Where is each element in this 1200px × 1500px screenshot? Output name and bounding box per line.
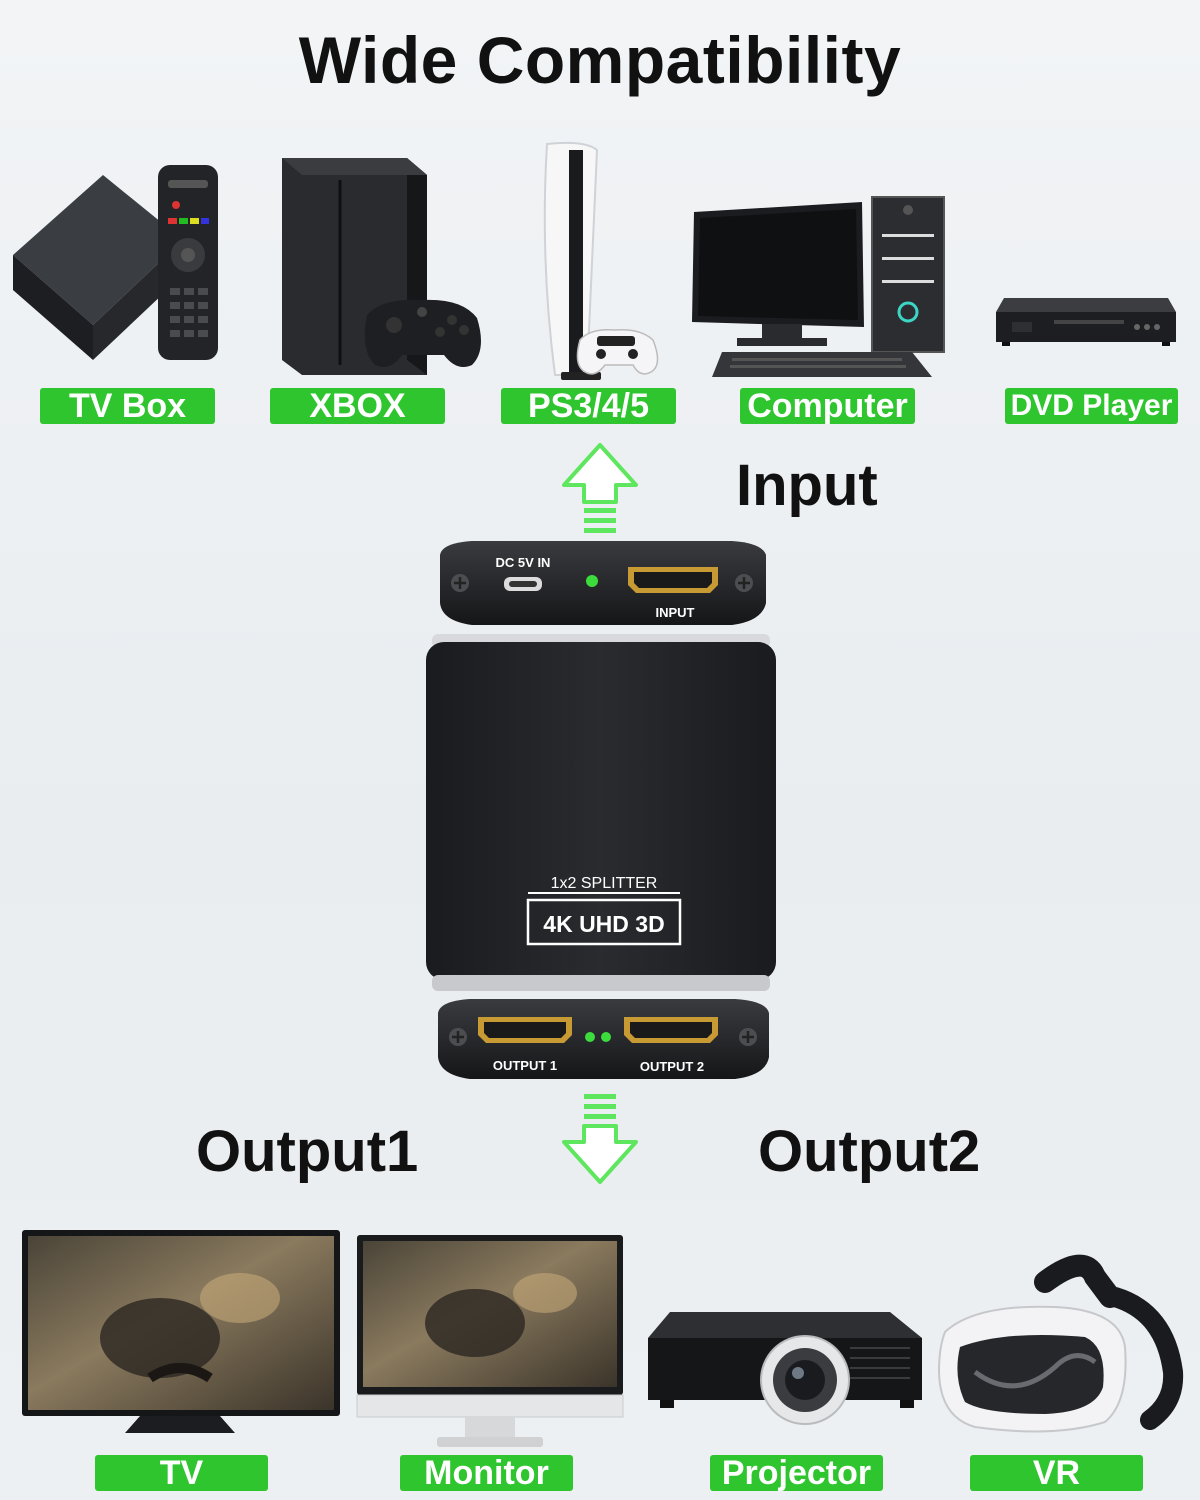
badge-top-text: 1x2 SPLITTER: [551, 875, 658, 892]
page-title: Wide Compatibility: [298, 23, 902, 97]
xbox-image: [282, 158, 481, 375]
tv-box-image: [13, 165, 218, 360]
device-label-monitor: Monitor: [400, 1455, 573, 1491]
arrow-up-icon: [562, 443, 638, 533]
device-label-vr: VR: [970, 1455, 1143, 1491]
ps5-image: [543, 141, 659, 380]
dvd-player-image: [996, 298, 1176, 346]
output1-port-label: OUTPUT 1: [493, 1058, 557, 1073]
device-label-computer: Computer: [740, 388, 915, 424]
tv-image: [22, 1230, 340, 1433]
projector-image: [648, 1312, 922, 1425]
computer-image: [692, 196, 945, 377]
dc-in-label: DC 5V IN: [496, 555, 551, 570]
output2-label: Output2: [758, 1119, 981, 1184]
device-label-projector: Projector: [710, 1455, 883, 1491]
device-label-xbox: XBOX: [270, 388, 445, 424]
input-port-label: INPUT: [656, 605, 695, 620]
output1-label: Output1: [196, 1119, 419, 1184]
splitter-output-panel: OUTPUT 1 OUTPUT 2: [438, 999, 769, 1079]
device-label-tv-box: TV Box: [40, 388, 215, 424]
vr-headset-image: [937, 1254, 1184, 1433]
device-label-tv: TV: [95, 1455, 268, 1491]
badge-main-text: 4K UHD 3D: [543, 911, 664, 937]
device-label-ps: PS3/4/5: [501, 388, 676, 424]
device-label-dvd-player: DVD Player: [1005, 388, 1178, 424]
splitter-body: 1x2 SPLITTER 4K UHD 3D: [426, 634, 776, 991]
splitter-input-panel: DC 5V IN INPUT: [440, 541, 766, 625]
monitor-image: [356, 1235, 624, 1447]
input-label: Input: [736, 453, 878, 518]
output2-port-label: OUTPUT 2: [640, 1059, 704, 1074]
arrow-down-icon: [562, 1094, 638, 1184]
